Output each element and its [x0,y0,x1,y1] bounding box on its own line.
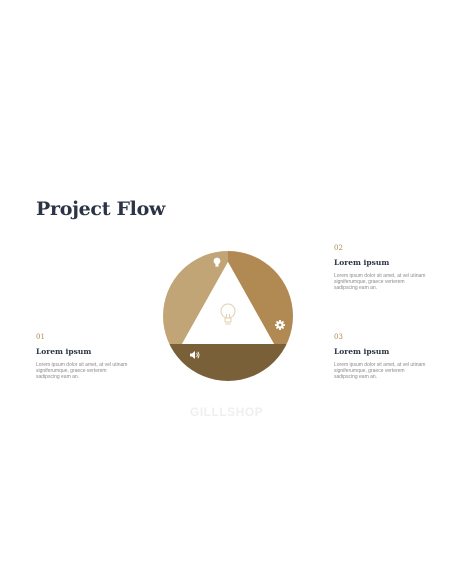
lightbulb-icon [213,257,221,267]
step-heading: Lorem ipsum [36,347,92,356]
cycle-diagram [163,251,293,381]
step-number: 03 [334,333,343,341]
step-02: 02 Lorem ipsum Lorem ipsum dolor sit ame… [334,244,430,292]
center-triangle [182,262,274,344]
step-body: Lorem ipsum dolor sit amet, at vel utina… [334,362,426,381]
step-heading: Lorem ipsum [334,347,390,356]
step-03: 03 Lorem ipsum Lorem ipsum dolor sit ame… [334,333,430,381]
step-heading: Lorem ipsum [334,258,390,267]
watermark: GILLLSHOP [190,405,264,419]
segment-bottom [163,344,293,381]
center-lightbulb-icon [220,303,236,325]
step-number: 02 [334,244,343,252]
gear-icon [275,320,285,330]
step-01: 01 Lorem ipsum Lorem ipsum dolor sit ame… [36,333,132,381]
speaker-icon [190,351,200,359]
step-number: 01 [36,333,45,341]
step-body: Lorem ipsum dolor sit amet, at vel utina… [36,362,128,381]
slide-title: Project Flow [36,198,166,220]
step-body: Lorem ipsum dolor sit amet, at vel utina… [334,273,426,292]
